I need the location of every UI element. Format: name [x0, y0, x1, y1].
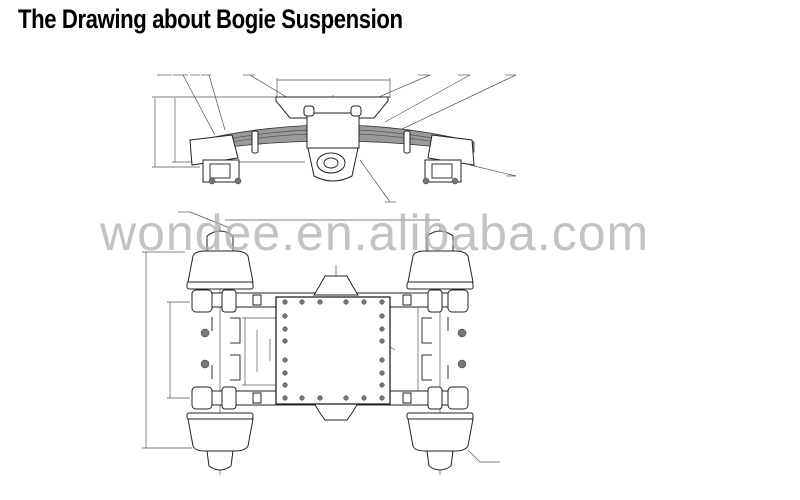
bolt-hole	[379, 370, 385, 376]
spring-clip	[403, 130, 411, 154]
wheel-hub-front-left	[186, 230, 254, 290]
bolt-hole	[299, 299, 305, 305]
bolt-hole	[282, 326, 288, 332]
spring-seat	[306, 112, 360, 149]
wheel-hub-rear-left	[186, 412, 254, 471]
plan-view	[142, 211, 500, 475]
axle-seat-right	[422, 134, 475, 185]
bolt-hole	[379, 357, 385, 363]
watermark: wondee.en.alibaba.com	[100, 205, 650, 261]
bolt-hole	[299, 395, 305, 401]
mounting-bolts	[282, 299, 385, 401]
bolt-hole	[317, 299, 323, 305]
bolt-hole	[379, 395, 385, 401]
bolt-hole	[361, 299, 367, 305]
bolt-hole	[282, 382, 288, 388]
figure-title: The Drawing about Bogie Suspension	[18, 4, 403, 34]
bolt-hole	[282, 395, 288, 401]
axle-seat-left	[189, 134, 242, 185]
bolt-hole	[282, 299, 288, 305]
bolt-hole	[282, 338, 288, 344]
u-bolt-nut-left	[303, 105, 315, 117]
bolt-hole	[282, 313, 288, 319]
bolt-hole	[317, 395, 323, 401]
trunnion-shaft	[316, 152, 346, 174]
bolt-hole	[379, 338, 385, 344]
trunnion-bracket-bottom	[313, 402, 359, 421]
bolt-hole	[379, 313, 385, 319]
bolt-hole	[379, 382, 385, 388]
trunnion-bracket-top	[313, 275, 359, 296]
bolt-hole	[379, 326, 385, 332]
bolt-hole	[282, 357, 288, 363]
u-bolt-nut-right	[350, 105, 362, 117]
bolt-hole	[343, 395, 349, 401]
wheel-hub-rear-right	[406, 412, 474, 471]
mounting-plate	[275, 296, 391, 405]
wheel-hub-front-right	[406, 230, 474, 290]
side-view	[152, 74, 517, 203]
spring-clip	[251, 130, 259, 154]
bolt-hole	[379, 299, 385, 305]
bolt-hole	[361, 395, 367, 401]
bolt-hole	[343, 299, 349, 305]
bolt-hole	[282, 370, 288, 376]
